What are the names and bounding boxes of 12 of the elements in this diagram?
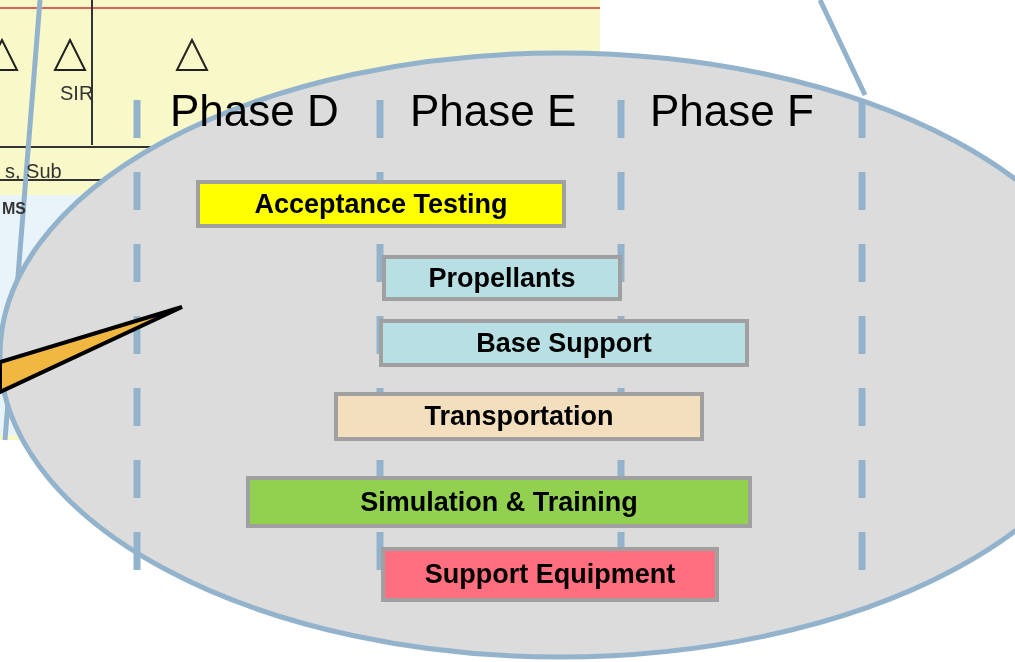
phase-heading: Phase E bbox=[410, 86, 577, 136]
task-bar: Base Support bbox=[379, 319, 749, 367]
task-bar: Transportation bbox=[334, 392, 704, 441]
row-label: s, Sub bbox=[5, 160, 62, 183]
task-bar: Support Equipment bbox=[381, 547, 719, 602]
phase-heading: Phase F bbox=[650, 86, 814, 136]
task-bar: Simulation & Training bbox=[246, 476, 752, 528]
row-label: MS bbox=[2, 200, 26, 218]
task-bar: Propellants bbox=[382, 255, 622, 301]
phase-heading: Phase D bbox=[170, 86, 339, 136]
milestone-label: SIR bbox=[60, 82, 94, 105]
task-bar: Acceptance Testing bbox=[196, 180, 566, 228]
